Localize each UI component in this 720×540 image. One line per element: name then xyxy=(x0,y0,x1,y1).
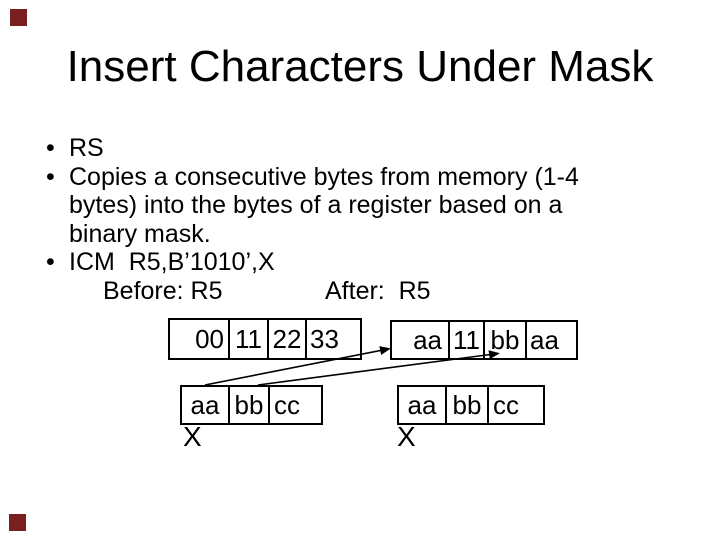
bullet-text: Copies a consecutive bytes from memory (… xyxy=(69,162,579,191)
bullet-marker xyxy=(42,220,69,249)
bullet-marker: • xyxy=(46,162,55,191)
before-after-row: Before: R5 After: R5 xyxy=(42,277,682,306)
bullet-marker: • xyxy=(46,134,55,162)
register-cell: 00 xyxy=(170,320,230,358)
memory-x-label-after: X xyxy=(397,421,416,452)
memory-x-label-before: X xyxy=(183,421,202,452)
before-label: Before: R5 xyxy=(103,276,223,305)
memory-box-before: aa bb cc xyxy=(180,385,323,425)
corner-square-bottom-left xyxy=(9,514,26,531)
bullet-row-copies: • Copies a consecutive bytes from memory … xyxy=(42,163,682,192)
register-cell: bb xyxy=(485,322,527,358)
register-cell: 11 xyxy=(450,322,485,358)
bullet-text: binary mask. xyxy=(69,219,211,248)
bullet-row-wrap-2: binary mask. xyxy=(42,220,682,249)
register-cell: 22 xyxy=(269,320,307,358)
corner-square-top-left xyxy=(10,9,27,26)
bullet-row-icm: • ICM R5,B’1010’,X xyxy=(42,248,682,277)
memory-cell: cc xyxy=(274,389,300,420)
register-cell: 33 xyxy=(310,323,339,354)
memory-cell: cc xyxy=(493,389,519,420)
memory-box-after: aa bb cc xyxy=(397,385,545,425)
bullet-row-rs: • RS xyxy=(42,134,682,163)
memory-cell: bb xyxy=(230,387,270,423)
register-cell: aa xyxy=(392,322,450,358)
bullet-text: RS xyxy=(69,134,104,162)
memory-cell: aa xyxy=(399,387,447,423)
memory-cell: aa xyxy=(182,387,230,423)
register-cell: 11 xyxy=(230,320,269,358)
bullet-marker xyxy=(42,191,69,220)
register-cell: aa xyxy=(530,324,559,355)
bullet-row-wrap-1: bytes) into the bytes of a register base… xyxy=(42,191,682,220)
after-label: After: R5 xyxy=(325,276,431,305)
bullet-marker: • xyxy=(46,248,55,276)
bullet-text: bytes) into the bytes of a register base… xyxy=(69,191,563,219)
before-register-box: 00 11 22 33 xyxy=(168,318,362,360)
slide-title: Insert Characters Under Mask xyxy=(66,42,654,91)
bullet-list: • RS • Copies a consecutive bytes from mem… xyxy=(42,134,682,305)
memory-cell: bb xyxy=(447,387,489,423)
bullet-text: ICM R5,B’1010’,X xyxy=(69,248,275,276)
after-register-box: aa 11 bb aa xyxy=(390,320,578,360)
